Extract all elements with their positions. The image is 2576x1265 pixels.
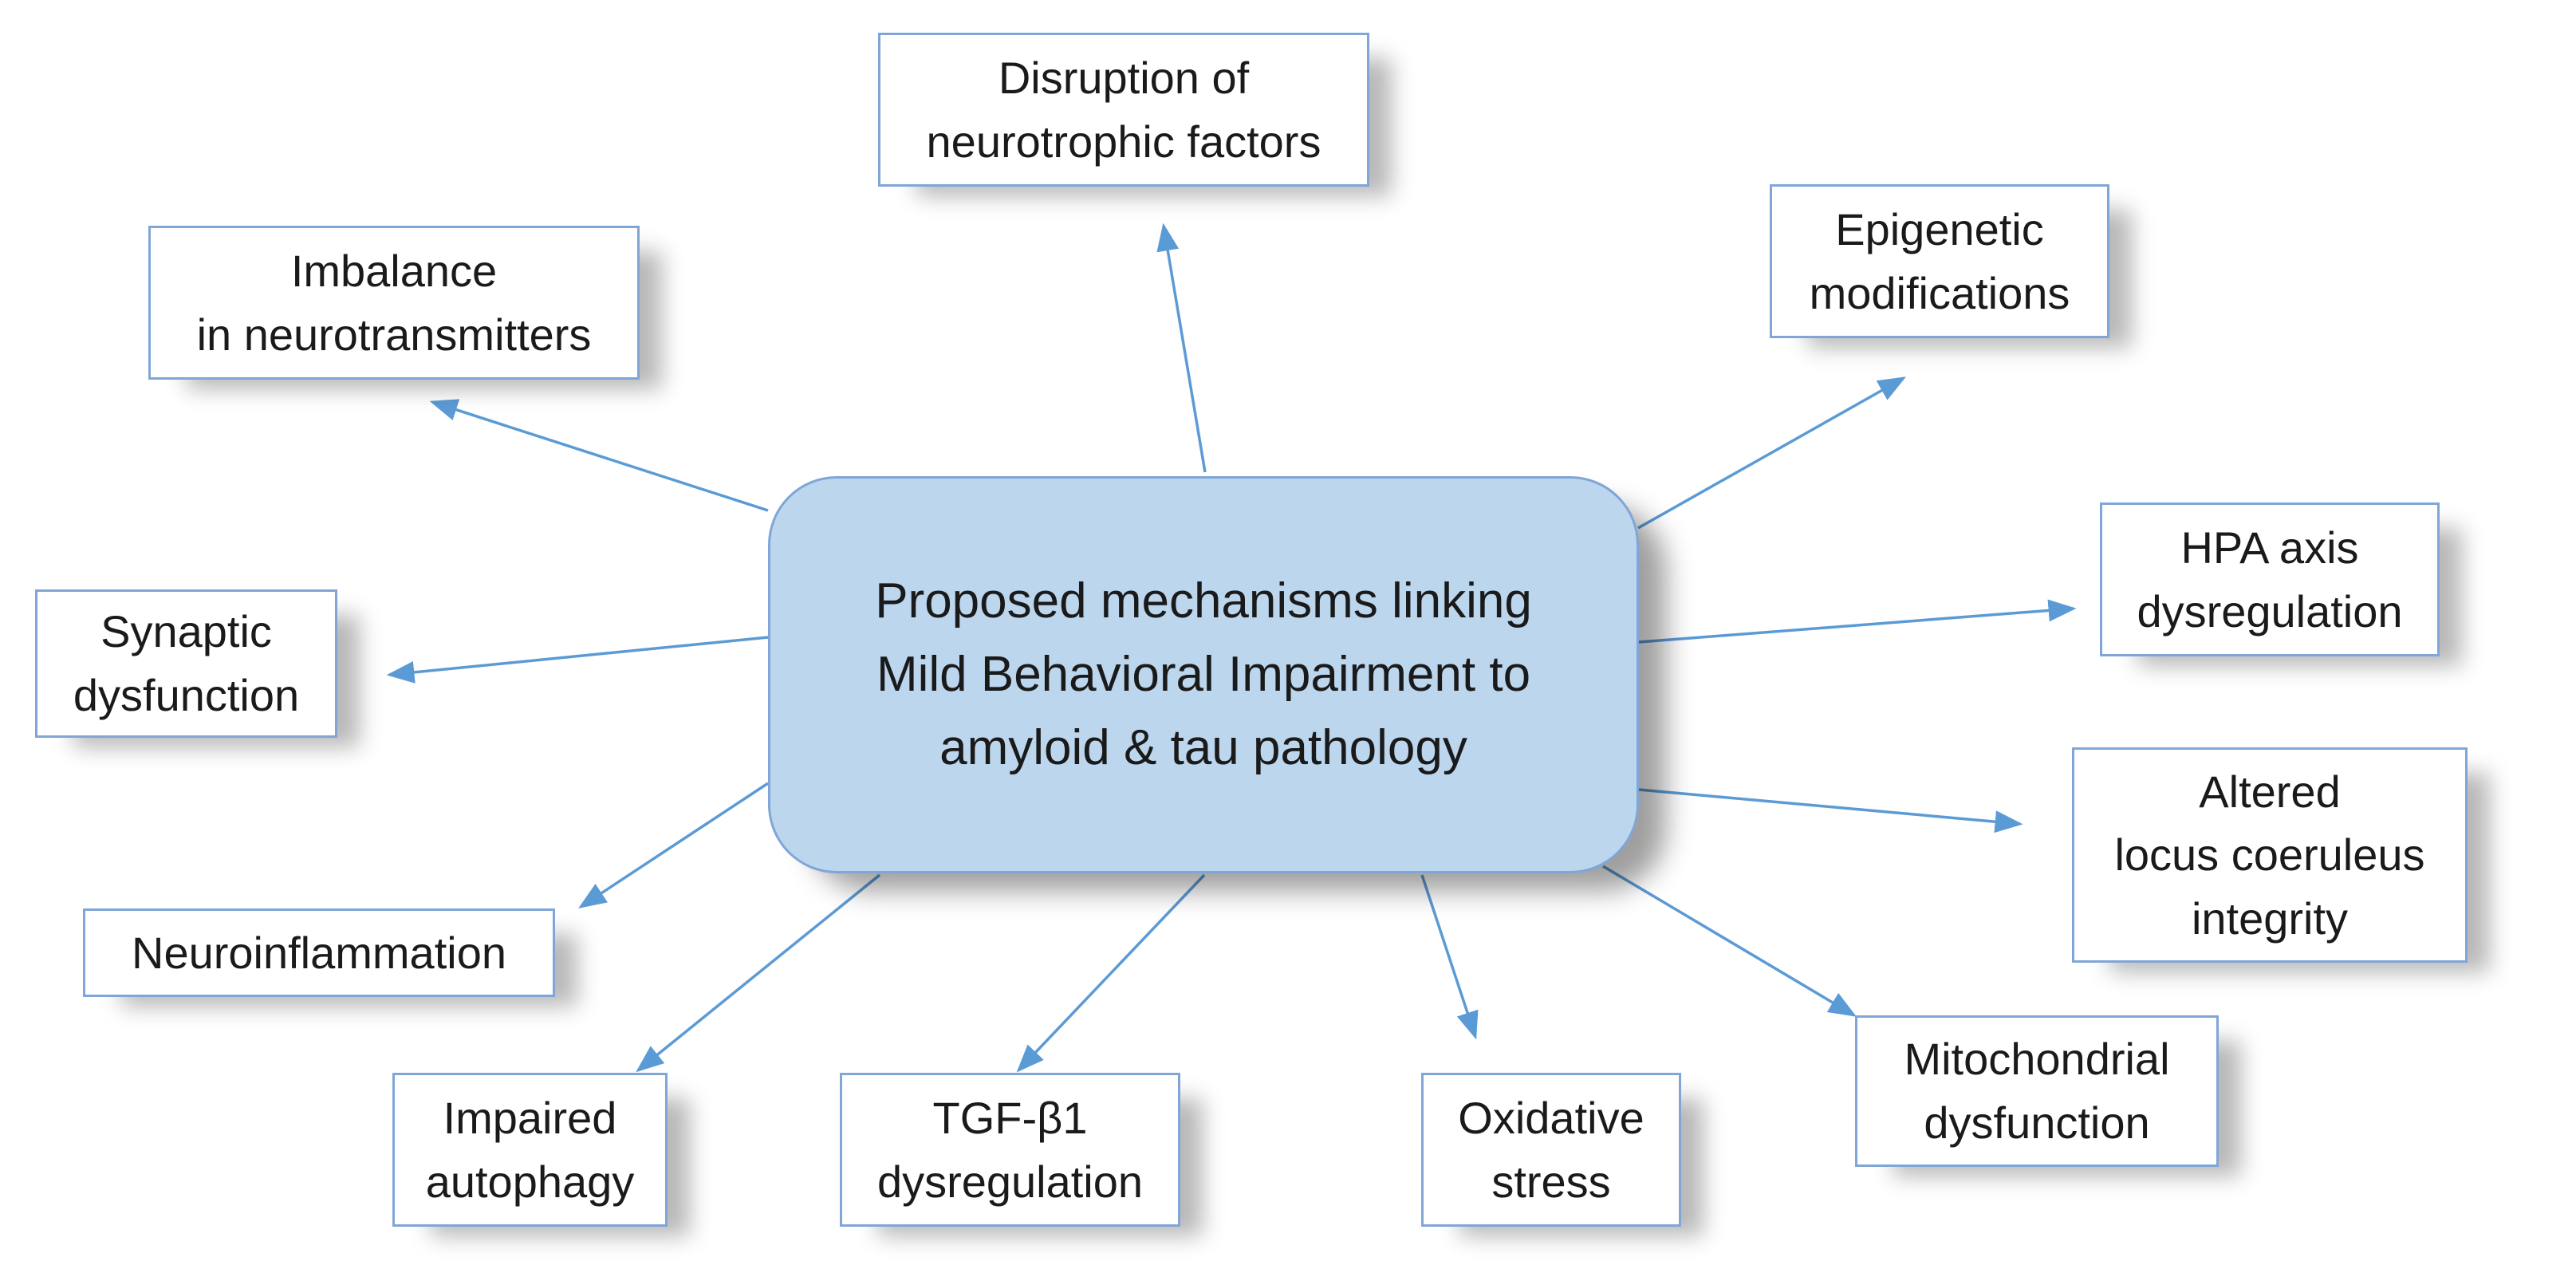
node-mitochondrial-dysfunction-line-1: Mitochondrial	[1904, 1034, 2170, 1085]
arrow-to-epigenetic-modifications	[1637, 376, 1907, 530]
arrow-to-synaptic-dysfunction	[386, 636, 769, 684]
arrow-to-neurotransmitters	[429, 399, 769, 512]
node-oxidative-stress: Oxidative stress	[1421, 1073, 1681, 1227]
node-impaired-autophagy: Impaired autophagy	[392, 1073, 668, 1227]
node-neuroinflammation: Neuroinflammation	[83, 908, 555, 997]
central-concept-line-1: Proposed mechanisms linking	[875, 573, 1532, 629]
node-oxidative-stress-line-1: Oxidative	[1458, 1092, 1644, 1143]
node-epigenetic-modifications-line-2: modifications	[1809, 267, 2070, 318]
node-impaired-autophagy-line-1: Impaired	[443, 1092, 617, 1143]
node-locus-coeruleus-line-3: integrity	[2191, 893, 2349, 944]
arrow-to-neuroinflammation	[578, 782, 769, 908]
central-concept-line-3: amyloid & tau pathology	[939, 719, 1467, 775]
node-tgf-beta1: TGF-β1 dysregulation	[840, 1073, 1180, 1227]
node-locus-coeruleus-line-1: Altered	[2199, 766, 2341, 817]
node-locus-coeruleus: Altered locus coeruleus integrity	[2072, 747, 2468, 963]
node-neurotrophic-factors-line-2: neurotrophic factors	[926, 116, 1321, 167]
arrow-to-tgf-beta1	[1016, 873, 1206, 1073]
arrow-to-neurotrophic-factors	[1156, 223, 1207, 473]
arrow-to-hpa-axis	[1638, 599, 2077, 644]
arrow-to-impaired-autophagy	[636, 873, 881, 1073]
node-tgf-beta1-line-1: TGF-β1	[932, 1092, 1088, 1143]
node-tgf-beta1-line-2: dysregulation	[876, 1156, 1144, 1207]
arrow-to-mitochondrial-dysfunction	[1602, 865, 1857, 1017]
node-mitochondrial-dysfunction: Mitochondrial dysfunction	[1855, 1015, 2219, 1167]
node-impaired-autophagy-line-2: autophagy	[425, 1156, 635, 1207]
arrow-to-locus-coeruleus	[1638, 788, 2023, 833]
node-neurotransmitters: Imbalance in neurotransmitters	[148, 226, 640, 380]
node-synaptic-dysfunction-line-2: dysfunction	[73, 670, 300, 720]
node-neurotransmitters-line-1: Imbalance	[290, 245, 498, 296]
node-locus-coeruleus-line-2: locus coeruleus	[2114, 830, 2425, 881]
node-synaptic-dysfunction: Synaptic dysfunction	[35, 589, 337, 738]
central-concept-line-2: Mild Behavioral Impairment to	[876, 647, 1531, 703]
node-neurotrophic-factors: Disruption of neurotrophic factors	[878, 33, 1369, 187]
node-hpa-axis-line-2: dysregulation	[2137, 585, 2403, 636]
node-synaptic-dysfunction-line-1: Synaptic	[100, 606, 272, 657]
node-epigenetic-modifications: Epigenetic modifications	[1770, 184, 2109, 338]
node-oxidative-stress-line-2: stress	[1491, 1156, 1611, 1207]
node-neurotrophic-factors-line-1: Disruption of	[998, 52, 1250, 103]
node-epigenetic-modifications-line-1: Epigenetic	[1835, 203, 2044, 254]
node-mitochondrial-dysfunction-line-2: dysfunction	[1924, 1098, 2150, 1148]
arrow-to-oxidative-stress	[1420, 874, 1479, 1040]
node-hpa-axis: HPA axis dysregulation	[2100, 502, 2440, 656]
central-concept-box: Proposed mechanisms linking Mild Behavio…	[768, 476, 1639, 873]
node-neuroinflammation-line-1: Neuroinflammation	[132, 927, 506, 978]
node-hpa-axis-line-1: HPA axis	[2180, 522, 2359, 573]
node-neurotransmitters-line-2: in neurotransmitters	[196, 309, 592, 360]
